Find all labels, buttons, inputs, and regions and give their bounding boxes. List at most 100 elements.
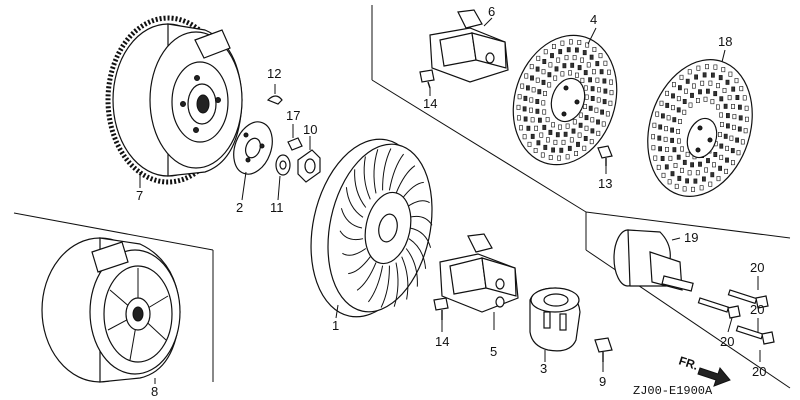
disc-vent <box>557 155 562 161</box>
disc-vent <box>531 87 536 93</box>
disc-vent <box>580 77 585 83</box>
disc-vent <box>542 58 547 64</box>
disc-vent <box>716 83 720 89</box>
disc-vent <box>695 170 700 176</box>
disc-vent <box>698 161 702 167</box>
disc-vent <box>743 128 748 134</box>
disc-vent <box>744 116 749 122</box>
disc-vent <box>535 99 540 105</box>
disc-vent <box>682 109 687 115</box>
fan-blade <box>339 230 364 241</box>
disc-vent <box>684 88 688 94</box>
disc-vent <box>576 141 580 147</box>
callout-2: 2 <box>236 200 243 215</box>
disc-vent <box>548 62 553 68</box>
disc-vent <box>577 132 582 138</box>
disc-vent <box>605 111 610 117</box>
disc-vent <box>656 164 661 170</box>
disc-vent <box>608 100 613 106</box>
disc-vent <box>520 83 525 89</box>
disc-vent <box>693 178 698 184</box>
disc-vent <box>555 132 560 138</box>
disc-vent <box>553 139 558 145</box>
disc-vent <box>677 175 682 181</box>
disc-vent <box>708 181 713 187</box>
bolt-part-20-b <box>697 297 741 333</box>
disc-vent <box>682 99 687 105</box>
disc-vent <box>702 72 707 78</box>
disc-vent <box>568 39 573 45</box>
disc-vent <box>694 74 699 80</box>
disc-vent <box>565 154 570 160</box>
disc-vent <box>676 129 681 135</box>
disc-vent <box>735 137 740 143</box>
disc-vent <box>691 186 695 192</box>
disc-vent <box>680 167 684 173</box>
disc-vent <box>542 124 547 130</box>
bolt-part-14-bottom <box>433 297 449 332</box>
disc-vent <box>516 115 521 121</box>
disc-vent <box>718 165 723 171</box>
disc-vent <box>663 136 668 142</box>
disc-vent <box>739 86 744 92</box>
disc-vent <box>529 107 533 113</box>
disc-vent <box>710 172 715 178</box>
fan-blade <box>354 169 367 208</box>
disc-vent <box>744 105 749 111</box>
disc-vent <box>737 104 742 110</box>
disc-vent <box>719 112 724 118</box>
disc-vent <box>723 103 728 109</box>
disc-vent <box>705 64 709 70</box>
disc-vent <box>572 119 577 125</box>
bolt-part-20-c <box>735 318 775 345</box>
disc-vent <box>673 163 678 169</box>
disc-vent <box>568 70 572 76</box>
disc-vent <box>680 146 685 152</box>
disc-vent <box>725 79 730 85</box>
disc-vent <box>718 132 722 138</box>
disc-vent <box>736 150 741 156</box>
front-arrow-icon <box>697 366 731 387</box>
disc-vent <box>719 143 724 149</box>
disc-vent <box>590 96 595 102</box>
disc-vent <box>563 131 568 137</box>
disc-vent <box>551 43 556 49</box>
disc-vent <box>522 134 527 140</box>
callout-11: 11 <box>270 200 284 215</box>
disc-vent <box>599 69 604 75</box>
bolt-part-14-top <box>419 69 435 96</box>
disc-vent <box>529 64 534 70</box>
disc-part-4 <box>512 27 618 166</box>
disc-vent <box>670 105 675 111</box>
disc-vent <box>708 80 713 86</box>
disc-vent <box>527 141 532 147</box>
flywheel-part-7 <box>105 15 243 188</box>
disc-vent <box>517 94 522 100</box>
disc-vent <box>578 112 583 118</box>
disc-vent <box>725 123 730 129</box>
disc-vent <box>727 95 732 101</box>
disc-vent <box>671 82 676 88</box>
fan-blade <box>405 248 418 287</box>
disc-vent <box>558 49 563 55</box>
disc-vent <box>664 126 669 132</box>
disc-vent <box>567 145 572 151</box>
disc-vent <box>590 117 595 123</box>
fan-blade <box>382 148 392 191</box>
disc-vent <box>543 91 547 97</box>
ignition-coil-part-6 <box>429 9 509 83</box>
disc-vent <box>724 168 729 174</box>
disc-vent <box>719 154 724 160</box>
disc-vent <box>536 55 541 61</box>
disc-vent <box>695 98 700 104</box>
disc-vent <box>602 78 607 84</box>
disc-vent <box>537 89 542 95</box>
disc-vent <box>671 93 675 99</box>
disc-vent <box>543 49 548 55</box>
disc-vent <box>547 72 552 78</box>
callout-3: 3 <box>540 361 547 376</box>
disc-vent <box>574 47 579 53</box>
disc-vent <box>676 107 681 113</box>
callout-17: 17 <box>286 108 300 123</box>
disc-vent <box>725 145 730 151</box>
